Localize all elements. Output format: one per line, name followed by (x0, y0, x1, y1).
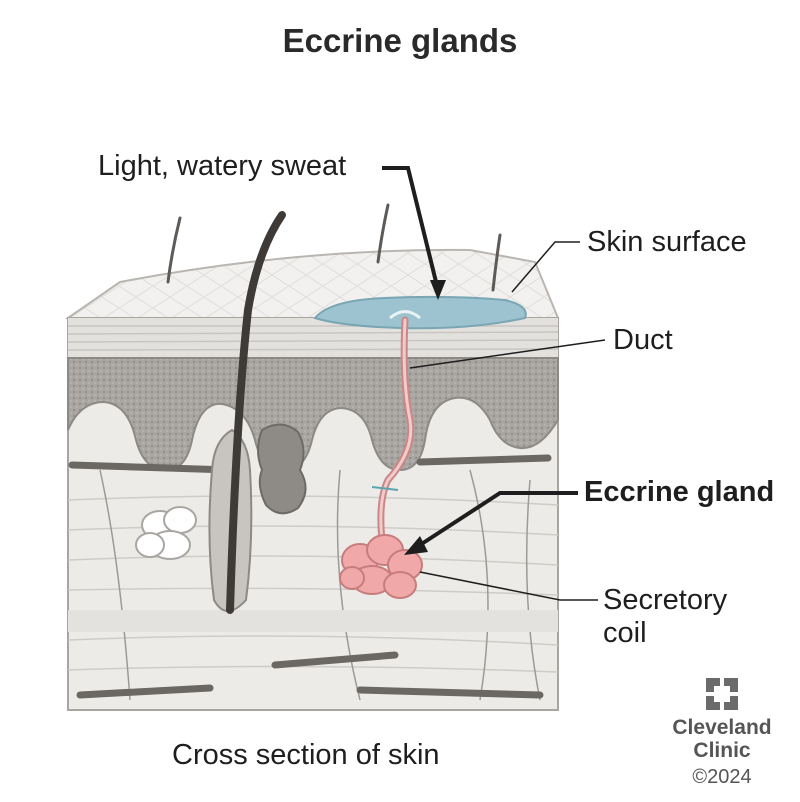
label-light-watery-sweat: Light, watery sweat (98, 150, 347, 182)
eccrine-gland-coil (339, 534, 423, 599)
gland-arrowhead (404, 536, 428, 555)
cleveland-clinic-cross-icon (706, 678, 738, 710)
hair-shaft (226, 211, 286, 614)
blood-vessels (68, 454, 552, 699)
label-secretory-line1: Secretory (603, 584, 728, 616)
hairs (166, 203, 502, 292)
apocrine-coil (135, 506, 197, 560)
caption-cross-section: Cross section of skin (172, 739, 440, 771)
label-duct: Duct (613, 324, 673, 356)
label-secretory-line2: coil (603, 617, 647, 649)
sweat-arrowhead (430, 280, 446, 300)
brand-line2: Clinic (693, 739, 751, 762)
label-skin-surface: Skin surface (587, 226, 747, 258)
cleveland-clinic-logo: Cleveland Clinic ©2024 (672, 678, 772, 789)
brand-line1: Cleveland (672, 716, 772, 739)
sweat-pool (313, 295, 527, 330)
copyright-text: ©2024 (692, 766, 752, 788)
leader-lines (382, 166, 606, 601)
page-title: Eccrine glands (282, 22, 518, 59)
sebaceous-gland (257, 423, 307, 515)
label-eccrine-gland: Eccrine gland (584, 476, 775, 508)
